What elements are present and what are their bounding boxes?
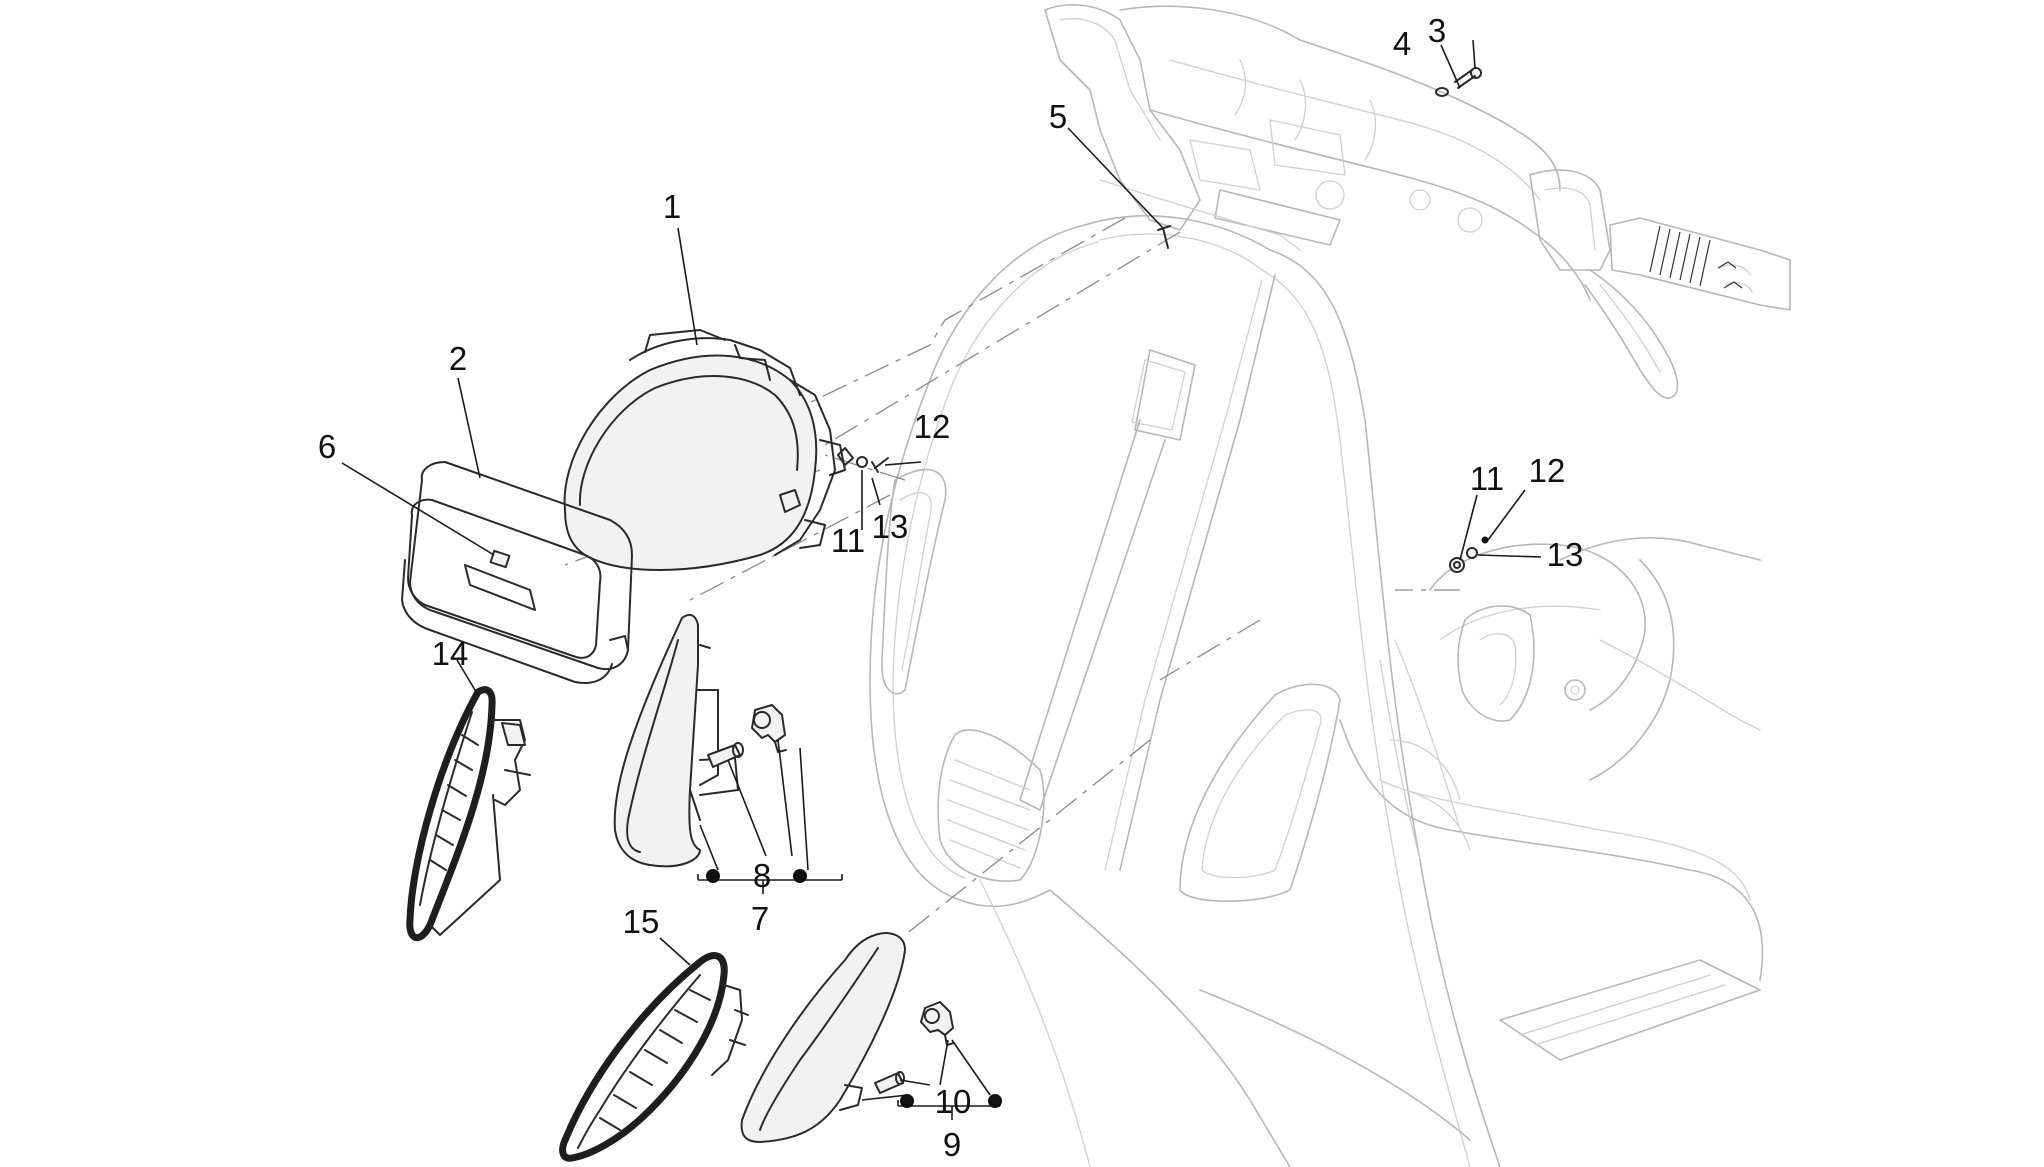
callout-1: 1 xyxy=(663,188,681,225)
callout-5: 5 xyxy=(1049,98,1067,135)
callout-10: 10 xyxy=(935,1083,972,1120)
scooter-handlebar-assembly-outline xyxy=(1044,4,1791,399)
callout-11-right: 11 xyxy=(1470,460,1504,497)
callout-13-right: 13 xyxy=(1547,536,1584,573)
callout-6: 6 xyxy=(318,428,336,465)
front-turn-indicator-right xyxy=(740,932,955,1143)
callout-8: 8 xyxy=(753,857,771,894)
callout-15: 15 xyxy=(623,903,660,940)
headlamp-unit xyxy=(563,329,846,571)
callout-12-right: 12 xyxy=(1529,452,1566,489)
fasteners xyxy=(837,67,1489,573)
side-air-grille-left xyxy=(406,686,531,941)
scooter-front-shield-outline xyxy=(869,215,1764,1167)
assembly-reference-lines xyxy=(564,217,1460,936)
callout-numbers: 1 2 3 4 5 6 7 8 9 10 11 11 12 12 13 13 1… xyxy=(318,12,1584,1163)
callout-12-left: 12 xyxy=(914,408,951,445)
front-turn-indicator-left xyxy=(613,613,787,868)
callout-11-left: 11 xyxy=(831,522,865,559)
callout-7: 7 xyxy=(751,900,769,937)
headlamp-bezel-ring xyxy=(401,461,633,684)
callout-9: 9 xyxy=(943,1126,961,1163)
callout-14: 14 xyxy=(432,635,469,672)
callout-2: 2 xyxy=(449,340,467,377)
callout-13-left: 13 xyxy=(872,508,909,545)
callout-leader-lines xyxy=(341,39,1542,1120)
side-air-grille-right xyxy=(559,952,749,1162)
callout-4: 4 xyxy=(1393,25,1411,62)
callout-3: 3 xyxy=(1428,12,1446,49)
